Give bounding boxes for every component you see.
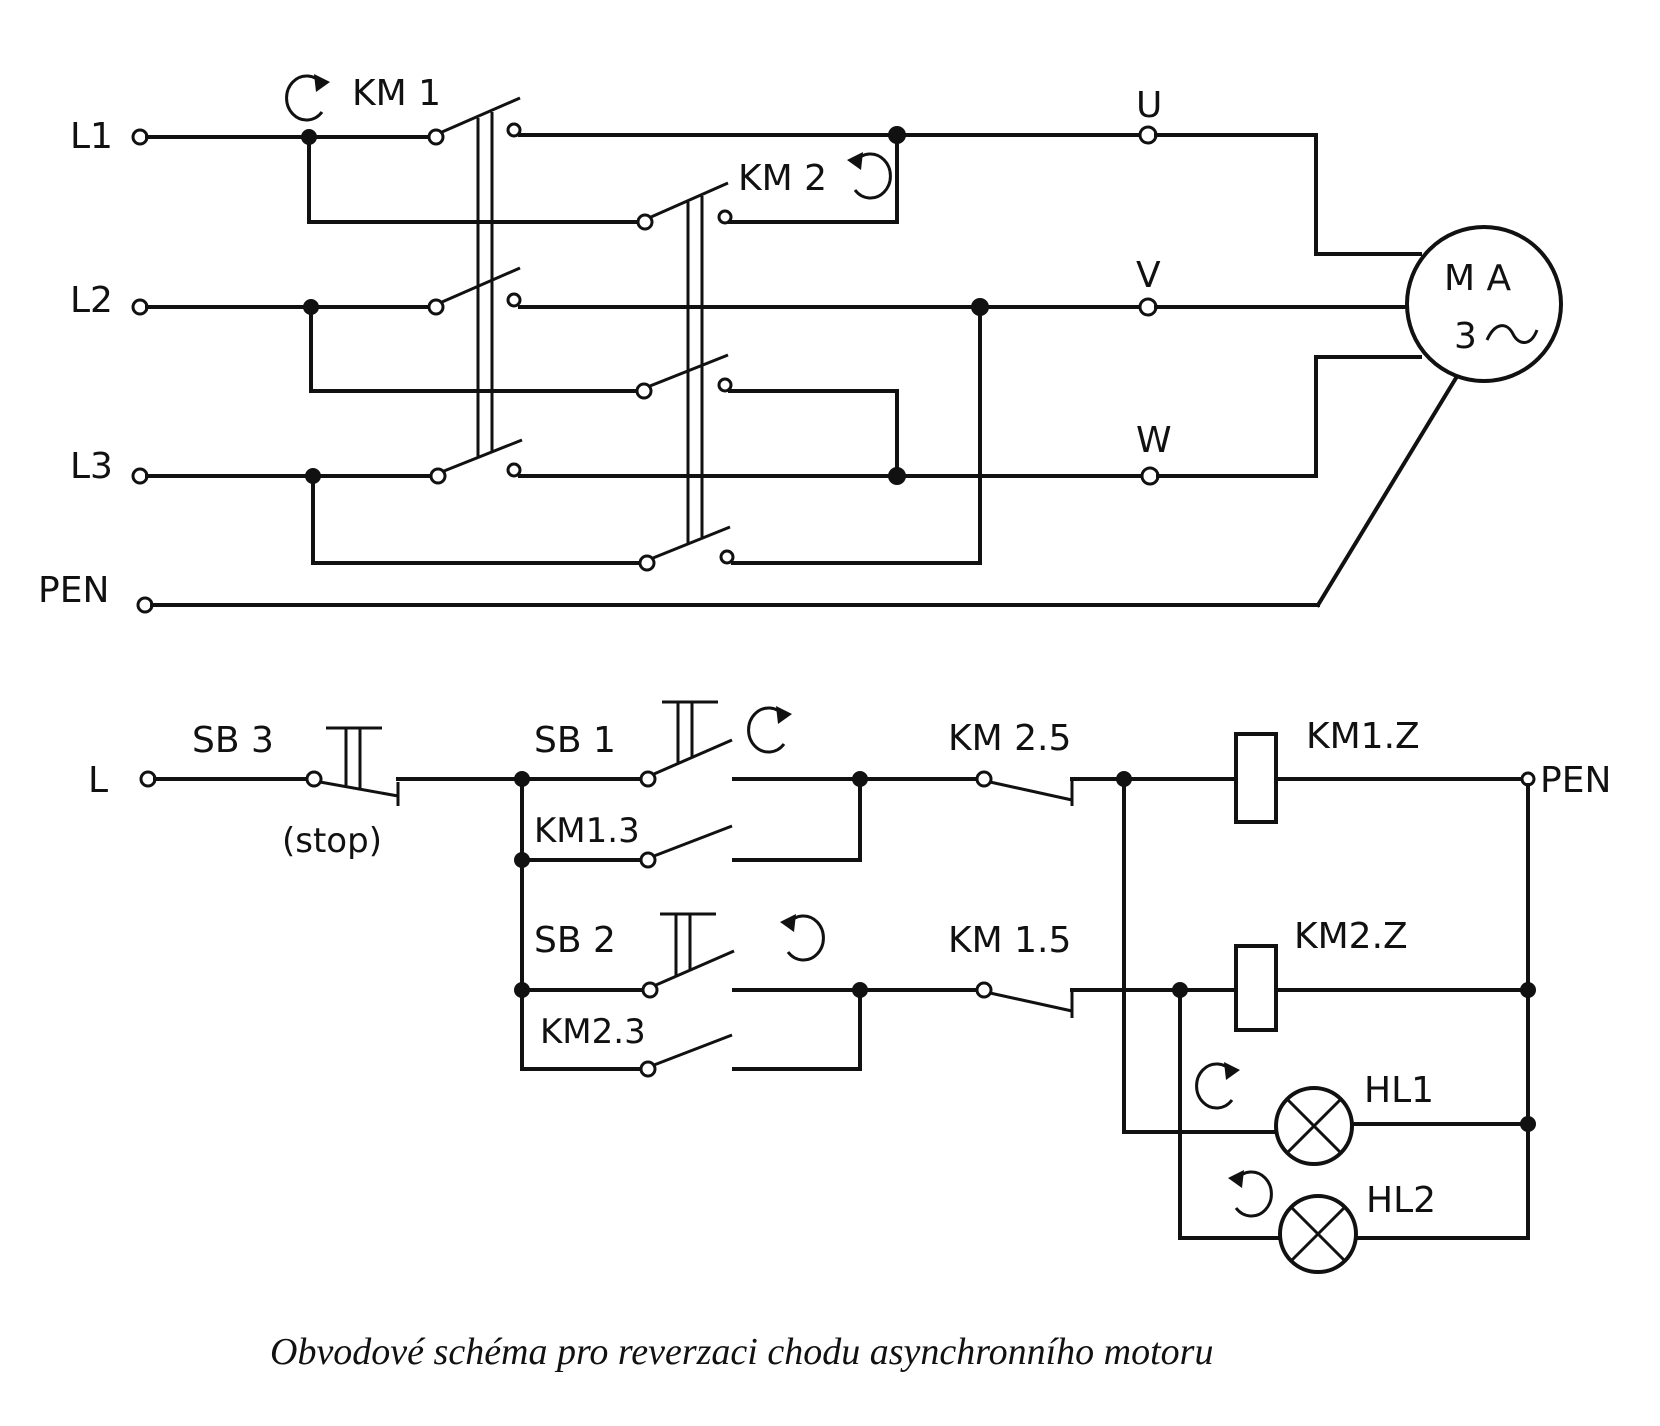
label-sb2: SB 2 [534,920,616,961]
motor-label: M A [1444,258,1512,299]
hold-contact-km1-3 [639,824,733,869]
label-km2-5: KM 2.5 [948,718,1071,759]
wire-l2 [145,299,638,393]
label-w: W [1136,420,1172,461]
label-km1: KM 1 [352,73,441,114]
label-km1-5: KM 1.5 [948,920,1071,961]
label-supply: L [88,760,108,801]
interlock-km1-5 [858,981,1182,1018]
terminal-l2 [131,298,149,316]
label-stop: (stop) [282,821,382,861]
contactor-km1 [427,96,523,485]
coil-km2 [1172,944,1530,1240]
rotation-ccw-icon [847,152,892,200]
rotation-ccw-icon [1228,1170,1273,1218]
rotation-ccw-icon [780,914,825,962]
wire-km1-out [518,126,1144,478]
lamp-hl1 [1122,1086,1530,1166]
label-km2: KM 2 [738,158,827,199]
motor: M A 3 [1405,225,1563,383]
label-hl2: HL2 [1366,1180,1436,1221]
wire-l1 [145,129,638,224]
wire-l3 [145,468,640,565]
stop-button-sb3 [153,726,522,806]
label-km1-z: KM1.Z [1306,716,1420,757]
interlock-km2-5 [858,770,1126,806]
contactor-km2 [635,181,735,572]
terminal-l1 [131,128,149,146]
label-l2: L2 [70,280,113,321]
rotation-cw-icon [1195,1062,1240,1110]
label-km1-3: KM1.3 [534,811,640,851]
terminal-l3 [131,467,149,485]
label-sb3: SB 3 [192,720,274,761]
label-return: PEN [1540,760,1611,801]
reverse-button-sb2 [641,912,868,1071]
rotation-cw-icon [285,74,330,122]
control-right-bus [1520,783,1536,1240]
ac-symbol-icon [1485,324,1539,344]
label-pen: PEN [38,570,109,611]
wire-km2-out [728,298,989,565]
terminal-pen [136,596,154,614]
figure-caption: Obvodové schéma pro reverzaci chodu asyn… [270,1331,1213,1373]
hold-contact-km2-3 [639,1033,733,1078]
label-v: V [1136,255,1161,296]
label-hl1: HL1 [1364,1070,1434,1111]
control-circuit: L SB 3 (stop) [88,700,1611,1274]
label-l1: L1 [70,116,113,157]
forward-button-sb1 [639,700,868,862]
rotation-cw-icon [747,706,792,754]
label-sb1: SB 1 [534,720,616,761]
label-km2-z: KM2.Z [1294,916,1408,957]
terminal-v [1138,297,1158,317]
terminal-supply [139,770,157,788]
label-u: U [1136,85,1162,126]
label-l3: L3 [70,446,113,487]
terminal-u [1138,125,1158,145]
lamp-hl2 [1178,1194,1530,1274]
control-left-bus [514,771,642,1071]
motor-phases: 3 [1454,316,1477,357]
terminal-w [1140,466,1160,486]
label-km2-3: KM2.3 [540,1012,646,1052]
coil-km1 [1116,732,1526,1134]
power-circuit: L1 L2 L3 PEN [38,73,1563,614]
wire-to-motor [150,133,1459,608]
